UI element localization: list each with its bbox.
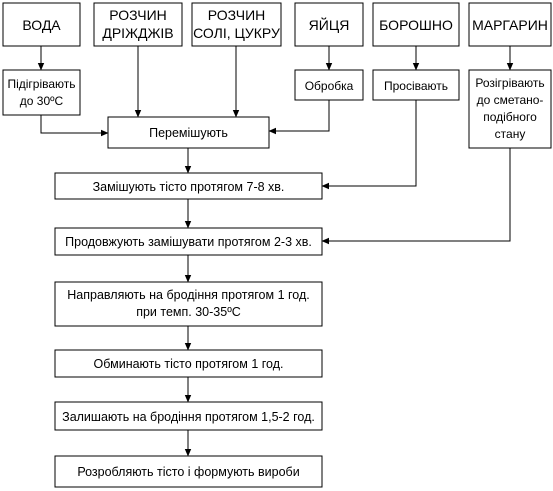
step-mix-box: Перемішують <box>107 116 270 149</box>
prep-flour-box: Просівають <box>372 69 460 101</box>
prep-water-label-line1: Підігрівають <box>7 77 75 91</box>
ingredient-salt-sugar-box: РОЗЧИН СОЛІ, ЦУКРУ <box>191 2 282 47</box>
prep-margarine-label-line4: стану <box>495 127 526 141</box>
ingredient-water-label: ВОДА <box>22 17 61 33</box>
arrow-flour-prep-to-knead <box>321 100 417 190</box>
ingredient-flour-label: БОРОШНО <box>379 17 453 33</box>
ingredient-eggs-box: ЯЙЦЯ <box>294 2 364 47</box>
step-ferment-box: Направляють на бродіння протягом 1 год. … <box>54 281 323 327</box>
prep-water-label-line2: до 30ºС <box>20 94 64 108</box>
prep-margarine-box: Розігрівають до сметано- подібного стану <box>468 69 552 149</box>
prep-margarine-label-line3: подібного <box>483 110 537 124</box>
ingredient-flour-box: БОРОШНО <box>372 2 460 47</box>
step-punch-label: Обминають тісто протягом 1 год. <box>94 357 284 371</box>
arrow-eggs-prep-to-mix <box>268 100 330 135</box>
ingredient-eggs-label: ЯЙЦЯ <box>309 16 350 33</box>
step-mix-label: Перемішують <box>149 126 228 140</box>
ingredient-yeast-label-line1: РОЗЧИН <box>109 7 167 23</box>
step-continue-label: Продовжують замішувати протягом 2-3 хв. <box>65 235 312 249</box>
step-rest-label: Залишають на бродіння протягом 1,5-2 год… <box>62 410 315 424</box>
ingredient-margarine-label: МАРГАРИН <box>472 17 548 33</box>
step-knead-label: Замішують тісто протягом 7-8 хв. <box>93 180 285 194</box>
ingredient-water-box: ВОДА <box>2 2 81 47</box>
ingredient-salt-sugar-label-line2: СОЛІ, ЦУКРУ <box>193 25 280 41</box>
step-knead-box: Замішують тісто протягом 7-8 хв. <box>54 172 323 200</box>
arrow-margarine-prep-to-continue <box>321 148 511 245</box>
step-continue-box: Продовжують замішувати протягом 2-3 хв. <box>54 227 323 256</box>
ingredient-salt-sugar-label-line1: РОЗЧИН <box>208 7 266 23</box>
prep-eggs-label: Обробка <box>305 79 354 93</box>
ingredient-yeast-box: РОЗЧИН ДРІЖДЖІВ <box>93 2 183 47</box>
step-ferment-label-line2: при темп. 30-35ºС <box>136 305 241 319</box>
step-shape-box: Розробляють тісто і формують вироби <box>54 455 323 488</box>
prep-margarine-label-line2: до сметано- <box>477 93 544 107</box>
ingredient-margarine-box: МАРГАРИН <box>468 2 552 47</box>
step-shape-label: Розробляють тісто і формують вироби <box>77 465 299 479</box>
prep-eggs-box: Обробка <box>294 69 364 101</box>
arrow-water-prep-to-mix <box>40 115 109 137</box>
step-rest-box: Залишають на бродіння протягом 1,5-2 год… <box>54 401 323 431</box>
step-punch-box: Обминають тісто протягом 1 год. <box>54 349 323 378</box>
prep-flour-label: Просівають <box>384 79 448 93</box>
prep-margarine-label-line1: Розігрівають <box>475 76 544 90</box>
step-ferment-label-line1: Направляють на бродіння протягом 1 год. <box>67 288 309 302</box>
ingredient-yeast-label-line2: ДРІЖДЖІВ <box>102 25 173 41</box>
prep-water-box: Підігрівають до 30ºС <box>2 69 81 116</box>
